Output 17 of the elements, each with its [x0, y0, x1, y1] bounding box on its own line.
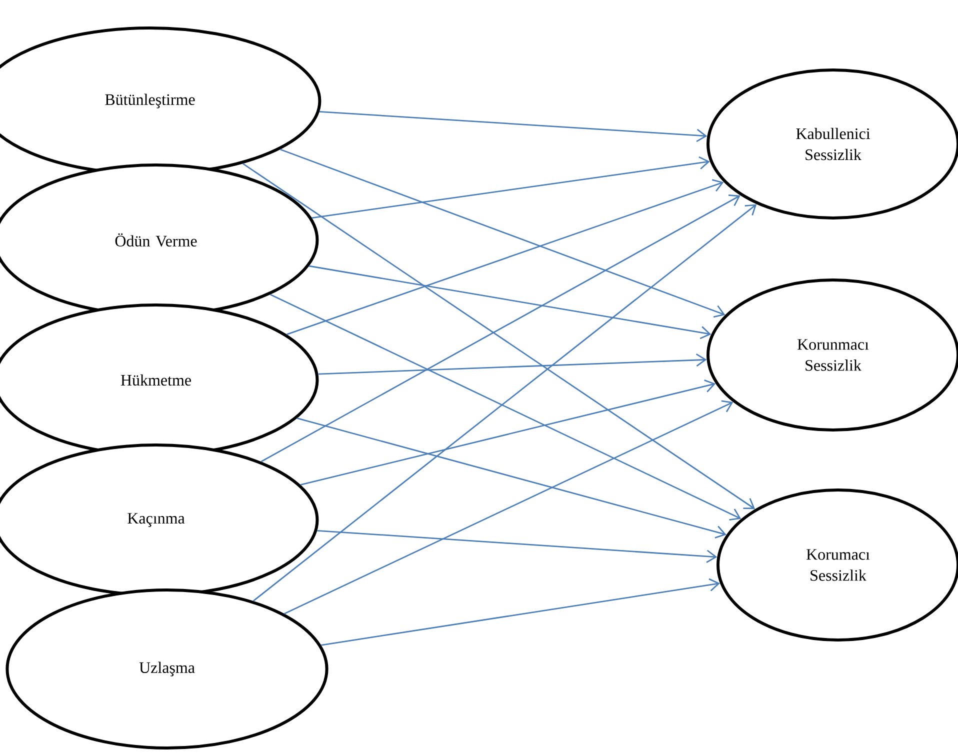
- arrow: [286, 179, 724, 336]
- arrow: [319, 110, 708, 142]
- arrow: [252, 204, 757, 602]
- arrow: [260, 194, 740, 462]
- arrow: [270, 294, 742, 521]
- arrow: [242, 163, 756, 510]
- arrow: [318, 353, 707, 375]
- arrow: [296, 418, 726, 538]
- node-label: Uzlaşma: [139, 662, 195, 676]
- ellipse-node: Uzlaşma: [6, 588, 328, 750]
- arrow: [312, 156, 710, 219]
- arrow: [308, 265, 712, 340]
- arrow: [320, 578, 720, 646]
- arrow: [280, 148, 726, 318]
- arrow: [300, 380, 716, 486]
- arrow: [284, 400, 734, 614]
- arrow: [317, 530, 718, 563]
